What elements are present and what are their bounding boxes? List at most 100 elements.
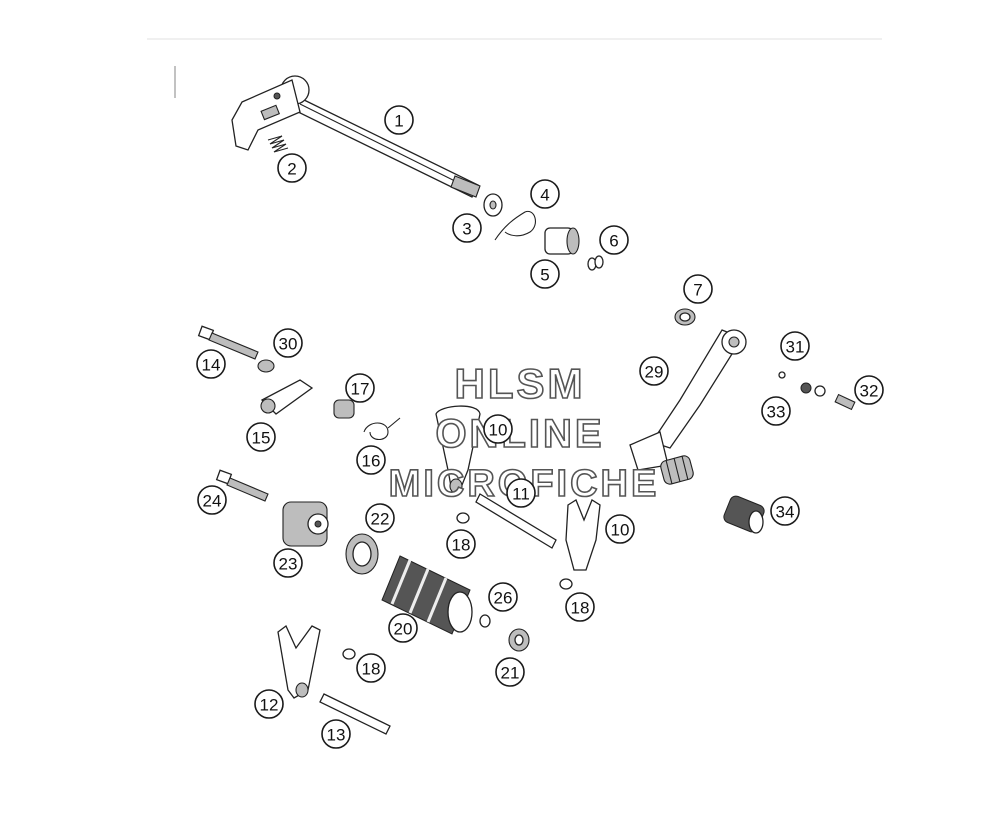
pin-18c-part (342, 648, 356, 660)
callout-31: 31 (780, 331, 810, 361)
watermark-line1: HLSM (455, 360, 586, 407)
bolt-24-part (215, 469, 269, 502)
callout-number: 24 (203, 492, 222, 511)
shift-fork-upper-part (435, 405, 481, 494)
callout-number: 12 (260, 696, 279, 715)
shift-shaft-part (231, 75, 481, 198)
callout-circle (254, 689, 284, 719)
callout-circle (683, 274, 713, 304)
callout-circle (770, 496, 800, 526)
callout-circle (273, 328, 303, 358)
fork-shaft-part (475, 493, 557, 549)
callout-circle (356, 445, 386, 475)
callout-number: 2 (287, 160, 296, 179)
callout-number: 22 (371, 510, 390, 529)
washer-26-part (479, 614, 491, 628)
callout-number: 32 (860, 382, 879, 401)
callout-30: 30 (273, 328, 303, 358)
callout-18: 18 (446, 529, 476, 559)
callout-3: 3 (452, 213, 482, 243)
washer-small-part (778, 371, 786, 379)
watermark-line2: ONLINE (435, 412, 604, 456)
callout-number: 7 (693, 281, 702, 300)
callout-circle (488, 582, 518, 612)
callout-12: 12 (254, 689, 284, 719)
callout-circle (446, 529, 476, 559)
bushing-part (544, 227, 580, 255)
callout-number: 23 (279, 555, 298, 574)
callout-circle (365, 503, 395, 533)
callout-4: 4 (530, 179, 560, 209)
lever-part (260, 379, 314, 415)
callout-circle (639, 356, 669, 386)
callout-5: 5 (530, 259, 560, 289)
bearing-part (345, 533, 379, 575)
shift-fork-right-part (565, 499, 601, 571)
callout-18: 18 (565, 592, 595, 622)
callout-number: 16 (362, 452, 381, 471)
callout-circle (345, 373, 375, 403)
callout-22: 22 (365, 503, 395, 533)
callout-number: 29 (645, 363, 664, 382)
callout-number: 3 (462, 220, 471, 239)
callout-number: 15 (252, 429, 271, 448)
callout-number: 1 (394, 112, 403, 131)
callout-number: 10 (489, 421, 508, 440)
callout-10: 10 (605, 514, 635, 544)
callout-number: 18 (452, 536, 471, 555)
callout-21: 21 (495, 657, 525, 687)
callout-circle (452, 213, 482, 243)
callout-16: 16 (356, 445, 386, 475)
roller-part (333, 399, 355, 419)
bolt-long-part (197, 325, 259, 360)
callout-13: 13 (321, 719, 351, 749)
callout-number: 34 (776, 503, 795, 522)
callout-26: 26 (488, 582, 518, 612)
callout-circle (495, 657, 525, 687)
torsion-spring-part (363, 417, 401, 441)
circlip-part (494, 210, 536, 241)
callout-10: 10 (483, 414, 513, 444)
callout-circle (277, 153, 307, 183)
callout-circle (196, 349, 226, 379)
callout-32: 32 (854, 375, 884, 405)
callout-number: 11 (512, 485, 530, 504)
callout-layer: 1234567101011121314151617181818202122232… (196, 105, 884, 749)
callout-number: 31 (786, 338, 805, 357)
shift-drum-part (381, 555, 473, 635)
callout-number: 20 (394, 620, 413, 639)
callout-29: 29 (639, 356, 669, 386)
callout-15: 15 (246, 422, 276, 452)
callout-number: 6 (609, 232, 618, 251)
callout-33: 33 (761, 396, 791, 426)
spring-part (267, 135, 289, 153)
callout-circle (530, 259, 560, 289)
callout-number: 17 (351, 380, 370, 399)
callout-18: 18 (356, 653, 386, 683)
callout-number: 14 (202, 356, 221, 375)
callout-34: 34 (770, 496, 800, 526)
callout-circle (780, 331, 810, 361)
callout-circle (356, 653, 386, 683)
shift-lever-part (629, 329, 747, 485)
callout-circle (565, 592, 595, 622)
callout-number: 10 (611, 521, 630, 540)
nut-part (800, 382, 812, 394)
callout-circle (384, 105, 414, 135)
callout-circle (273, 548, 303, 578)
callout-7: 7 (683, 274, 713, 304)
washer-30-part (257, 359, 275, 373)
callout-1: 1 (384, 105, 414, 135)
callout-6: 6 (599, 225, 629, 255)
pin-18b-part (559, 578, 573, 590)
shift-fork-lower-part (277, 624, 321, 699)
callout-number: 21 (501, 664, 520, 683)
callout-circle (483, 414, 513, 444)
shift-cam-part (282, 501, 329, 547)
bolt-small-part (834, 393, 856, 411)
fork-shaft-lower-part (319, 693, 391, 735)
callout-number: 18 (571, 599, 590, 618)
callout-17: 17 (345, 373, 375, 403)
callout-circle (388, 613, 418, 643)
